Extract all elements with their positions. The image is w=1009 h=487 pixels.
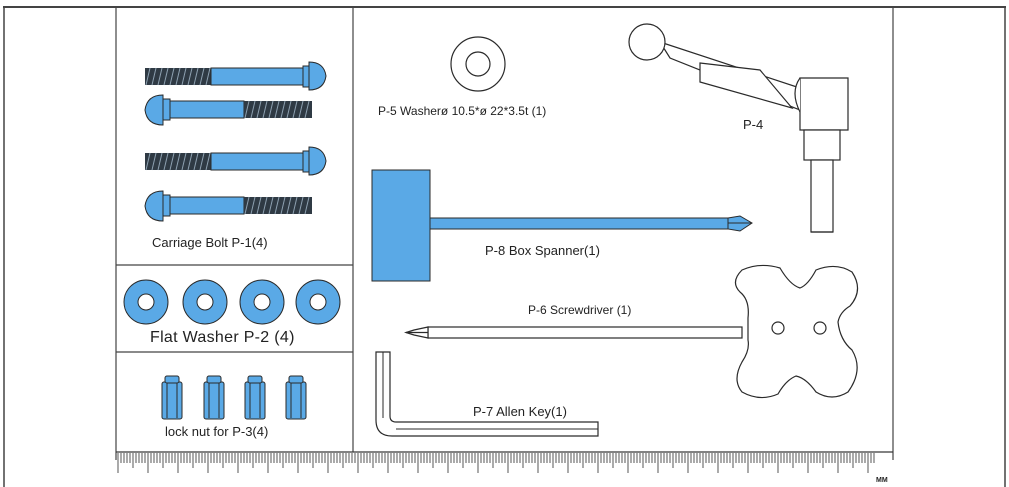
box-spanner-icon (371, 169, 753, 282)
screwdriver-label: P-6 Screwdriver (1) (528, 303, 632, 317)
carriage-bolt-2 (144, 94, 312, 126)
ruler-ticks (117, 453, 875, 473)
allen-key-icon (375, 351, 599, 437)
carriage-bolt-1 (145, 61, 327, 91)
washer-p5-label: P-5 Washerø 10.5*ø 22*3.5t (1) (378, 104, 547, 118)
allen-key-label: P-7 Allen Key(1) (473, 404, 567, 419)
washer-icon (450, 36, 506, 92)
carriage-bolt-icon (144, 61, 327, 222)
handle-p4-label: P-4 (743, 117, 764, 132)
flat-washer-label: Flat Washer P-2 (4) (150, 329, 295, 346)
ruler-unit-label: MM (876, 477, 888, 484)
lock-nut-icon (161, 375, 307, 420)
carriage-bolt-4 (144, 190, 312, 222)
carriage-bolt-label: Carriage Bolt P-1(4) (152, 235, 268, 250)
box-spanner-label: P-8 Box Spanner(1) (485, 243, 600, 258)
carriage-bolt-3 (145, 146, 327, 176)
lock-nut-label: lock nut for P-3(4) (165, 424, 269, 439)
crank-handle-icon (628, 23, 849, 233)
screwdriver-icon (403, 264, 859, 399)
flat-washer-icon (123, 279, 341, 325)
ruler (116, 451, 893, 473)
